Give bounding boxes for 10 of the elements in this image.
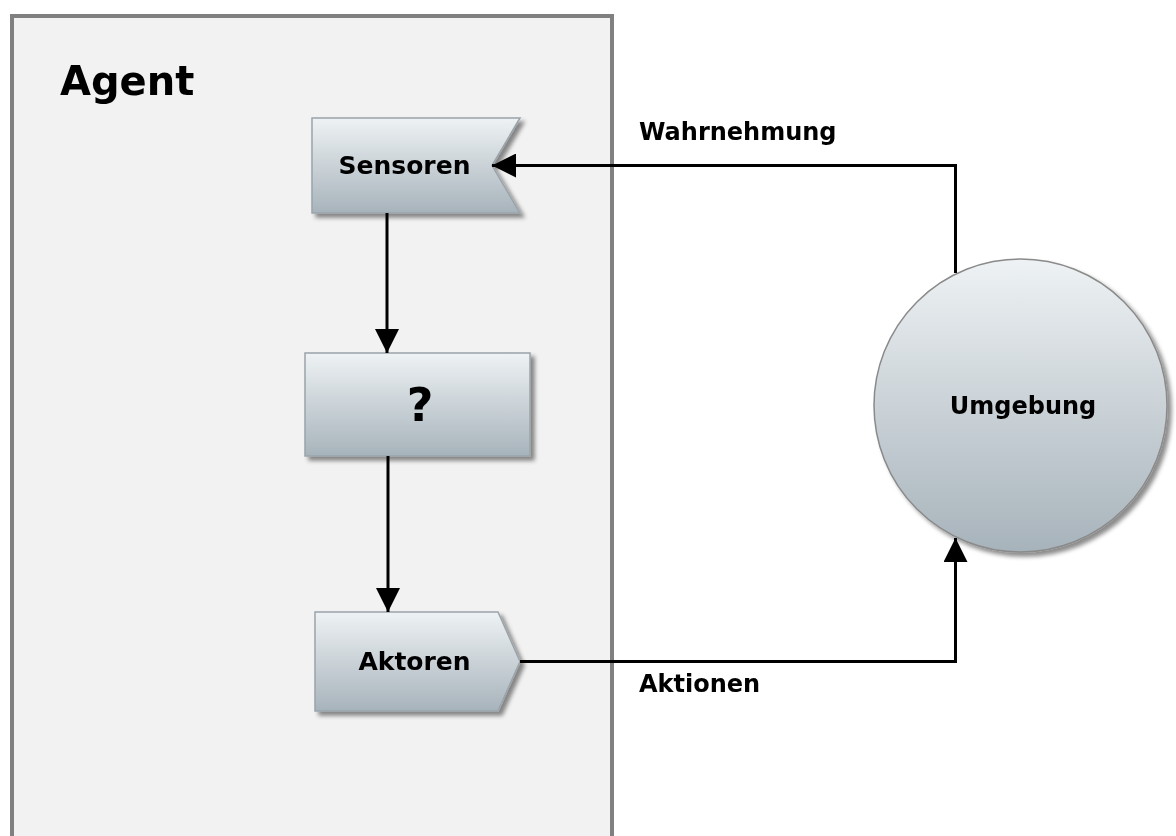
node-label: ? xyxy=(406,377,434,432)
node-label: Sensoren xyxy=(338,151,471,180)
arrow xyxy=(375,213,399,353)
node-label: Aktoren xyxy=(358,647,471,676)
agent-panel xyxy=(10,14,614,836)
arrow xyxy=(492,153,957,274)
arrow xyxy=(376,456,400,612)
arrow xyxy=(520,537,968,663)
node-label: Umgebung xyxy=(949,391,1097,420)
panel-title: Agent xyxy=(60,58,195,104)
